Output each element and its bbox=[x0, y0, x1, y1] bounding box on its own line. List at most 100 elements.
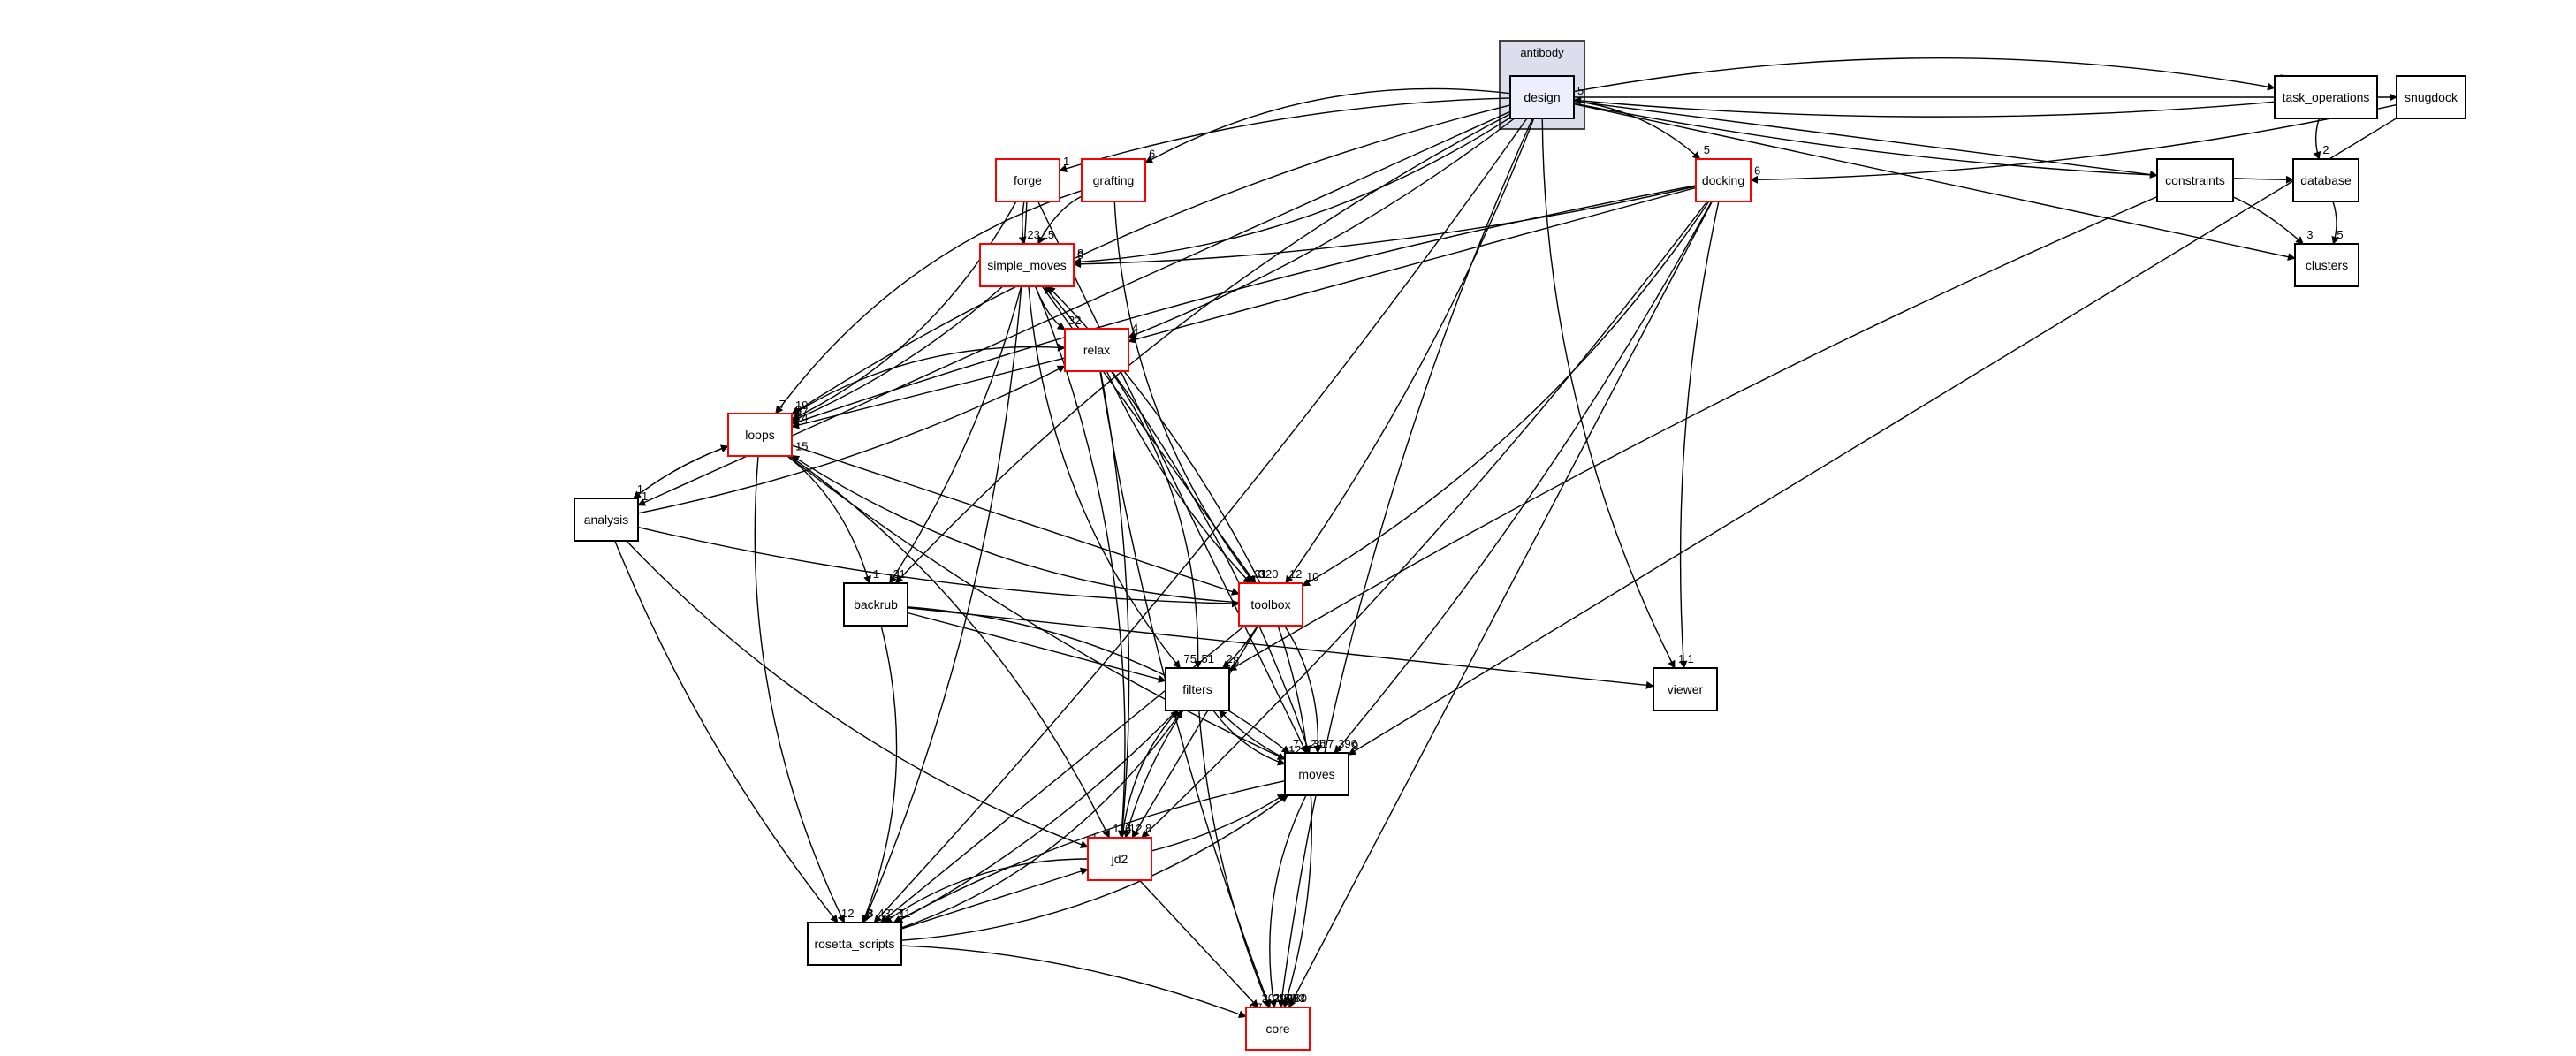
edge-toolbox-to-rosetta_scripts[interactable]: 3 bbox=[879, 625, 1246, 923]
edge-line bbox=[1128, 186, 1697, 344]
node-analysis[interactable]: analysis bbox=[574, 498, 639, 542]
node-backrub[interactable]: backrub bbox=[843, 582, 908, 627]
edge-backrub-to-rosetta_scripts[interactable]: 3 bbox=[862, 625, 898, 923]
node-moves[interactable]: moves bbox=[1284, 752, 1349, 796]
edge-design-to-backrub[interactable]: 1 bbox=[894, 113, 1511, 584]
edge-relax-to-filters[interactable]: 51 bbox=[1110, 370, 1214, 669]
edge-relax-to-jd2[interactable]: 4 bbox=[1099, 370, 1131, 839]
edge-constraints-to-clusters[interactable]: 3 bbox=[2232, 196, 2313, 245]
node-simple-moves[interactable]: simple_moves bbox=[979, 243, 1075, 287]
edge-grafting-to-loops[interactable]: 7 bbox=[775, 190, 1083, 414]
edge-loops-to-rosetta_scripts[interactable]: 2 bbox=[754, 455, 855, 923]
node-rosetta-scripts[interactable]: rosetta_scripts bbox=[807, 922, 902, 966]
edge-docking-to-relax[interactable]: 4 bbox=[1128, 186, 1697, 344]
edge-docking-to-moves[interactable]: 396 bbox=[1334, 201, 1713, 754]
edge-design-to-simple_moves[interactable]: 8 bbox=[1073, 117, 1511, 266]
edge-moves-to-rosetta_scripts[interactable]: 7 bbox=[893, 779, 1286, 923]
edge-moves-to-core[interactable]: 144 bbox=[1269, 794, 1307, 1008]
node-toolbox[interactable]: toolbox bbox=[1238, 582, 1303, 627]
edge-snugdock-to-moves[interactable]: 9 bbox=[1348, 118, 2397, 756]
edge-line bbox=[1573, 103, 2296, 262]
node-clusters[interactable]: clusters bbox=[2294, 243, 2359, 287]
edge-line bbox=[900, 867, 1089, 930]
node-design[interactable]: design bbox=[1509, 75, 1575, 119]
edge-forge-to-simple_moves[interactable]: 23 bbox=[1018, 201, 1040, 245]
edge-design-to-rosetta_scripts[interactable]: 4 bbox=[873, 118, 1528, 923]
edge-design-to-forge[interactable]: 1 bbox=[1059, 97, 1511, 173]
edge-design-to-constraints[interactable]: 12 bbox=[1573, 100, 2173, 179]
edge-relax-to-toolbox[interactable]: 31 bbox=[1106, 370, 1267, 584]
edge-label: 9 bbox=[1077, 248, 1083, 262]
edge-loops-to-analysis[interactable]: 1 bbox=[633, 445, 729, 499]
edge-snugdock-to-docking[interactable]: 6 bbox=[1750, 103, 2397, 184]
edge-constraints-to-filters[interactable]: 8 bbox=[1228, 195, 2158, 672]
edge-toolbox-to-filters[interactable]: 2 bbox=[1221, 625, 1258, 669]
edge-forge-to-moves[interactable]: 24 bbox=[1037, 201, 1323, 754]
node-docking[interactable]: docking bbox=[1695, 158, 1752, 202]
node-task-operations[interactable]: task_operations bbox=[2274, 75, 2378, 119]
node-constraints[interactable]: constraints bbox=[2156, 158, 2234, 202]
edge-forge-to-rosetta_scripts[interactable]: 8 bbox=[862, 201, 1028, 923]
edge-loops-to-jd2[interactable]: 1 bbox=[789, 455, 1120, 839]
edge-design-to-grafting[interactable]: 6 bbox=[1144, 87, 1511, 163]
edge-rosetta_scripts-to-filters[interactable]: 17 bbox=[900, 695, 1198, 929]
edge-design-to-viewer[interactable]: 1 bbox=[1541, 118, 1684, 669]
edge-line bbox=[1198, 710, 1271, 1008]
edge-task_operations-to-design[interactable]: 5 bbox=[1573, 84, 2276, 118]
edge-toolbox-to-moves[interactable]: 17 bbox=[1283, 625, 1334, 754]
node-label: loops bbox=[745, 428, 774, 442]
edge-design-to-core[interactable]: 50 bbox=[1277, 118, 1533, 1008]
edge-line bbox=[791, 201, 1017, 421]
node-filters[interactable]: filters bbox=[1165, 667, 1230, 711]
edge-backrub-to-filters[interactable]: 6 bbox=[907, 612, 1175, 683]
node-viewer[interactable]: viewer bbox=[1653, 667, 1718, 711]
edge-jd2-to-moves[interactable]: 26 bbox=[1151, 779, 1301, 852]
edge-design-to-relax[interactable]: 4 bbox=[1128, 118, 1516, 338]
edge-forge-to-loops[interactable]: 8 bbox=[791, 201, 1017, 421]
edge-line bbox=[791, 343, 1066, 416]
edge-database-to-clusters[interactable]: 5 bbox=[2331, 201, 2344, 245]
edge-grafting-to-toolbox[interactable]: 3 bbox=[1113, 201, 1265, 584]
node-grafting[interactable]: grafting bbox=[1081, 158, 1146, 202]
edge-design-to-task_operations[interactable]: 2 bbox=[1573, 57, 2284, 93]
node-label: analysis bbox=[584, 513, 629, 527]
edge-loops-to-backrub[interactable]: 1 bbox=[786, 455, 879, 584]
edge-analysis-to-rosetta_scripts[interactable]: 1 bbox=[614, 540, 847, 923]
node-relax[interactable]: relax bbox=[1064, 328, 1129, 372]
edge-simple_moves-to-jd2[interactable]: 6 bbox=[1035, 285, 1131, 839]
edge-grafting-to-simple_moves[interactable]: 15 bbox=[1037, 195, 1083, 245]
edge-rosetta_scripts-to-core[interactable]: 87 bbox=[900, 945, 1262, 1018]
edge-design-to-loops[interactable]: 19 bbox=[791, 104, 1511, 415]
edge-docking-to-core[interactable]: 33 bbox=[1288, 201, 1714, 1008]
edge-rosetta_scripts-to-jd2[interactable]: 5 bbox=[900, 854, 1098, 930]
edge-line bbox=[2232, 196, 2304, 245]
edge-docking-to-simple_moves[interactable]: 9 bbox=[1073, 186, 1697, 269]
edge-label: 3 bbox=[884, 907, 890, 920]
edge-docking-to-viewer[interactable]: 1 bbox=[1679, 201, 1720, 669]
edge-relax-to-moves[interactable]: 36 bbox=[1111, 370, 1326, 754]
edge-docking-to-jd2[interactable]: 8 bbox=[1141, 201, 1708, 839]
edge-filters-to-jd2[interactable]: 1 bbox=[1123, 710, 1184, 839]
edge-line bbox=[1334, 201, 1713, 754]
edge-line bbox=[893, 779, 1286, 923]
edge-simple_moves-to-filters[interactable]: 75 bbox=[1028, 285, 1197, 669]
node-database[interactable]: database bbox=[2292, 158, 2359, 202]
node-snugdock[interactable]: snugdock bbox=[2396, 75, 2466, 119]
edge-docking-to-toolbox[interactable]: 10 bbox=[1302, 201, 1710, 587]
edge-line bbox=[900, 710, 1183, 929]
node-loops[interactable]: loops bbox=[727, 413, 793, 457]
edge-toolbox-to-jd2[interactable]: 2 bbox=[1131, 625, 1259, 839]
edge-line bbox=[791, 444, 1240, 596]
edge-simple_moves-to-loops[interactable]: 17 bbox=[791, 285, 1004, 422]
node-core[interactable]: core bbox=[1245, 1007, 1311, 1051]
edge-backrub-to-moves[interactable]: 7 bbox=[907, 606, 1299, 754]
edge-task_operations-to-database[interactable]: 2 bbox=[2313, 118, 2329, 160]
edge-design-to-toolbox[interactable]: 12 bbox=[1285, 118, 1535, 584]
node-forge[interactable]: forge bbox=[995, 158, 1060, 202]
node-jd2[interactable]: jd2 bbox=[1087, 837, 1152, 881]
edge-line bbox=[1573, 57, 2276, 93]
edge-jd2-to-rosetta_scripts[interactable]: 2 bbox=[883, 858, 1089, 923]
edge-filters-to-core[interactable]: 21 bbox=[1198, 710, 1286, 1008]
edge-docking-to-loops[interactable]: 6 bbox=[791, 185, 1697, 426]
